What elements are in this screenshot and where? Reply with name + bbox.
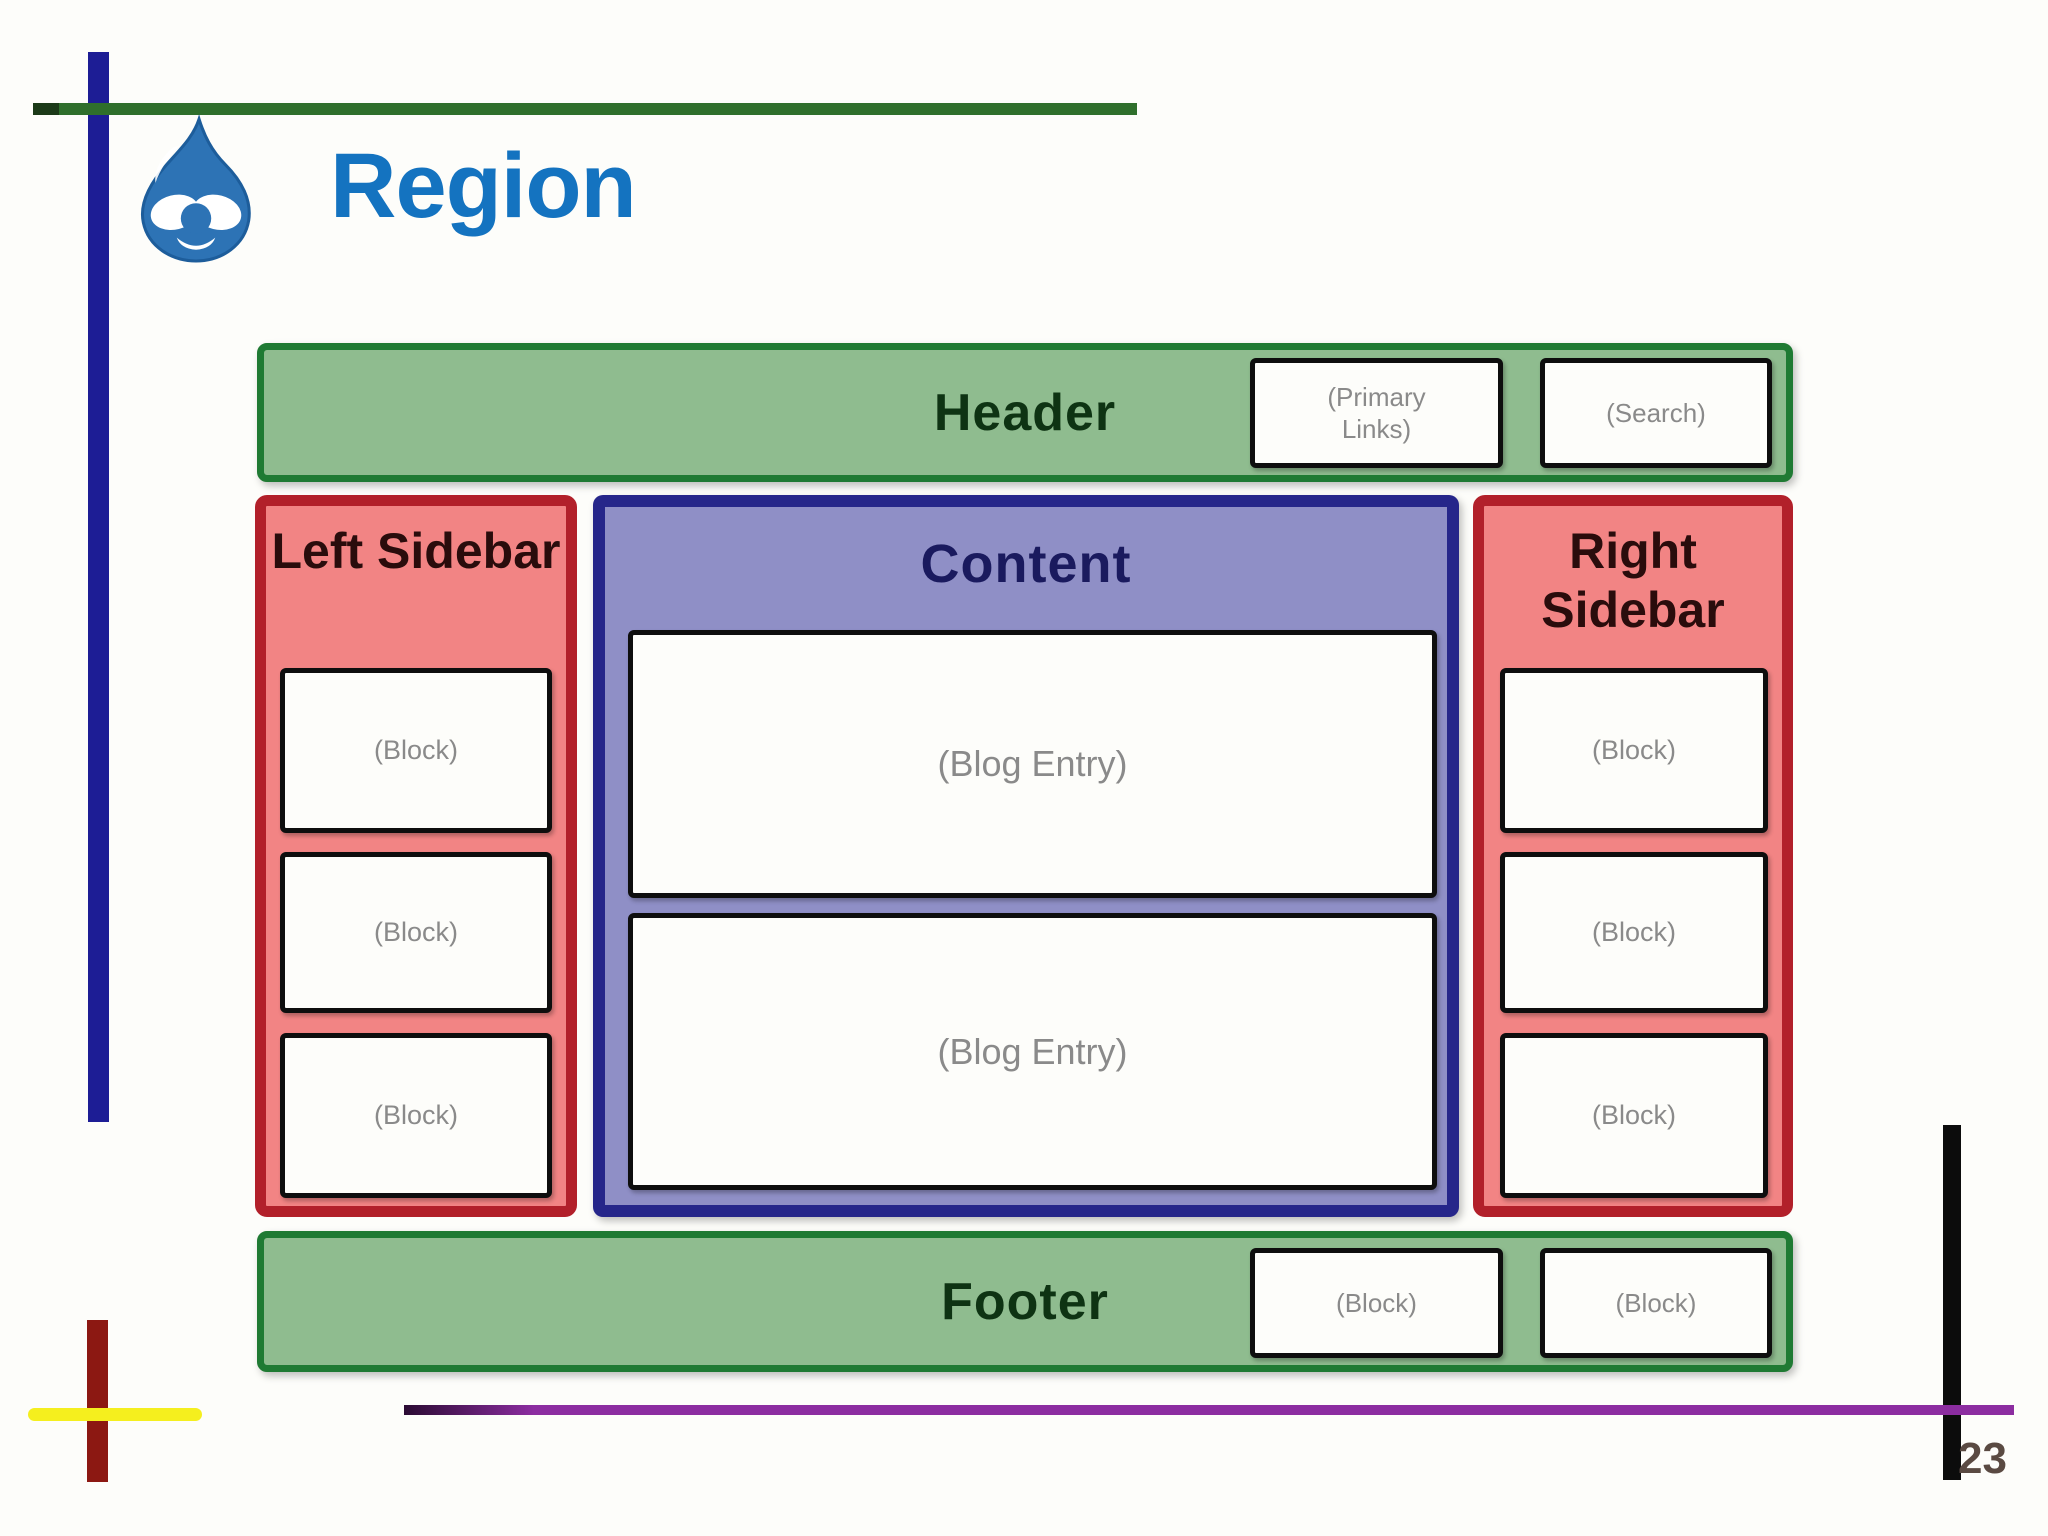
search-label: (Search) [1606, 397, 1706, 428]
black-accent-line [1943, 1125, 1961, 1480]
blue-accent-line [88, 52, 109, 1122]
blog-entry-label: (Blog Entry) [937, 1030, 1128, 1072]
block-box: (Block) [1540, 1248, 1772, 1358]
header-region: Header (Primary Links) (Search) [257, 343, 1793, 482]
drupal-logo [128, 114, 262, 264]
green-line-end-cap [33, 103, 59, 115]
block-box: (Block) [280, 852, 552, 1013]
blog-entry-label: (Blog Entry) [937, 743, 1128, 784]
block-label: (Block) [1591, 735, 1676, 765]
block-box: (Block) [1500, 1033, 1768, 1198]
block-label: (Block) [1615, 1287, 1697, 1318]
block-label: (Block) [373, 1100, 458, 1130]
content-label: Content [920, 534, 1132, 594]
yellow-accent-line [28, 1408, 202, 1421]
block-label: (Block) [1591, 917, 1676, 947]
left-sidebar-region: Left Sidebar (Block) (Block) (Block) [255, 495, 577, 1217]
block-label: (Block) [1591, 1100, 1676, 1130]
page-number: 23 [1958, 1434, 2007, 1483]
right-sidebar-region: Right Sidebar (Block) (Block) (Block) [1473, 495, 1793, 1217]
search-box: (Search) [1540, 358, 1772, 468]
footer-label: Footer [941, 1272, 1109, 1331]
footer-region: Footer (Block) (Block) [257, 1231, 1793, 1372]
blog-entry-box: (Blog Entry) [628, 913, 1437, 1190]
block-box: (Block) [1500, 668, 1768, 833]
block-label: (Block) [373, 735, 458, 765]
block-box: (Block) [280, 668, 552, 833]
header-label: Header [933, 383, 1117, 442]
maroon-accent-line [87, 1320, 108, 1482]
purple-accent-line [404, 1405, 2014, 1415]
primary-links-box: (Primary Links) [1250, 358, 1503, 468]
block-label: (Block) [1336, 1287, 1417, 1318]
slide-title: Region [330, 135, 637, 237]
block-box: (Block) [1250, 1248, 1503, 1358]
left-sidebar-label: Left Sidebar [271, 523, 561, 579]
blog-entry-box: (Blog Entry) [628, 630, 1437, 898]
green-accent-line [33, 103, 1137, 115]
primary-links-label: (Primary Links) [1327, 381, 1426, 445]
block-box: (Block) [1500, 852, 1768, 1013]
block-box: (Block) [280, 1033, 552, 1198]
content-region: Content (Blog Entry) (Blog Entry) [593, 495, 1459, 1217]
right-sidebar-label: Right Sidebar [1541, 523, 1725, 638]
block-label: (Block) [373, 917, 458, 947]
